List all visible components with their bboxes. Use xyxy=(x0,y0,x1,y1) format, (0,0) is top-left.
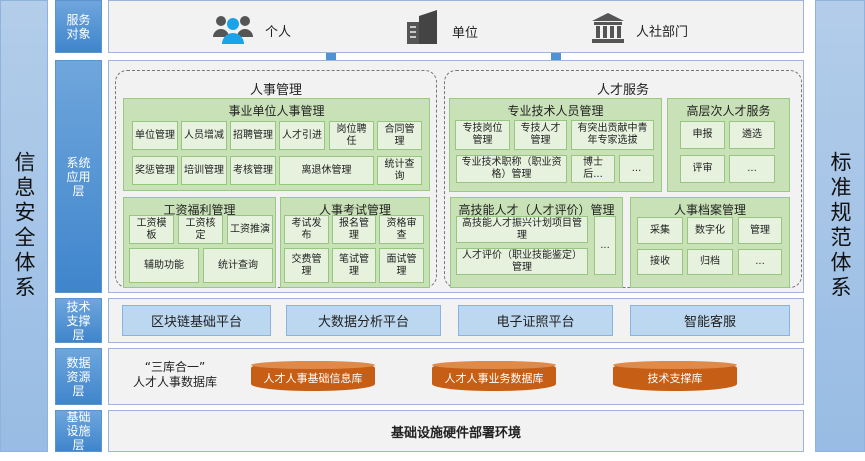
module-more[interactable]: ... xyxy=(594,216,616,275)
personnel-title: 人事管理 xyxy=(249,83,302,98)
info-security-pillar: 信息安全体系 xyxy=(0,0,48,452)
module-fee[interactable]: 交费管理 xyxy=(284,248,329,283)
module-exam-publish[interactable]: 考试发布 xyxy=(284,215,329,244)
module-recruitment[interactable]: 招聘管理 xyxy=(230,121,276,150)
bigdata-platform[interactable]: 大数据分析平台 xyxy=(286,305,441,336)
layer-label-tech: 技术支撑层 xyxy=(55,298,102,343)
talent-title: 人才服务 xyxy=(596,83,649,98)
building-icon xyxy=(407,10,437,44)
module-pro-post[interactable]: 专技岗位管理 xyxy=(455,120,510,150)
module-review[interactable]: 评审 xyxy=(680,155,725,183)
module-interview[interactable]: 面试管理 xyxy=(379,248,424,283)
layer-label-service: 服务对象 xyxy=(55,0,102,53)
service-target-individual: 个人 xyxy=(265,25,292,40)
module-talent-intro[interactable]: 人才引进 xyxy=(279,121,325,150)
smart-service-platform[interactable]: 智能客服 xyxy=(630,305,790,336)
service-target-department: 人社部门 xyxy=(636,25,689,40)
people-icon xyxy=(213,16,253,44)
module-more[interactable]: ... xyxy=(619,155,654,183)
module-unit-mgmt[interactable]: 单位管理 xyxy=(132,121,178,150)
module-collect[interactable]: 采集 xyxy=(637,217,683,244)
module-filing[interactable]: 归档 xyxy=(687,249,733,275)
module-salary-simulate[interactable]: 工资推演 xyxy=(227,215,273,244)
module-pro-title[interactable]: 专业技术职称（职业资格）管理 xyxy=(456,155,567,183)
module-salary-stats[interactable]: 统计查询 xyxy=(203,248,273,283)
module-expert-select[interactable]: 有突出贡献中青年专家选拔 xyxy=(571,120,654,150)
layer-label-data: 数据资源层 xyxy=(55,348,102,405)
module-reward[interactable]: 奖惩管理 xyxy=(132,156,178,185)
salary-title: 工资福利管理 xyxy=(163,203,236,217)
database-label: 人才人事业务数据库 xyxy=(444,372,544,385)
module-skill-program[interactable]: 高技能人才振兴计划项目管理 xyxy=(456,216,588,243)
database-caption: “三库合一”人才人事数据库 xyxy=(125,360,225,390)
database-business[interactable]: 人才人事业务数据库 xyxy=(432,361,556,391)
blockchain-platform[interactable]: 区块链基础平台 xyxy=(122,305,271,336)
module-aux[interactable]: 辅助功能 xyxy=(129,248,199,283)
module-retirement[interactable]: 离退休管理 xyxy=(279,156,374,185)
skilled-title: 高技能人才（人才评价）管理 xyxy=(458,203,615,217)
module-receive[interactable]: 接收 xyxy=(637,249,683,275)
module-post-appoint[interactable]: 岗位聘任 xyxy=(329,121,374,150)
database-label: 技术支撑库 xyxy=(647,372,703,385)
module-staff-change[interactable]: 人员增减 xyxy=(181,121,227,150)
module-more[interactable]: ... xyxy=(738,249,782,275)
module-select[interactable]: 遴选 xyxy=(729,121,775,149)
module-salary-approve[interactable]: 工资核定 xyxy=(178,215,223,244)
caption-line-1: “三库合一” xyxy=(144,360,206,374)
professional-title: 专业技术人员管理 xyxy=(507,104,604,118)
layer-label-app: 系统应用层 xyxy=(55,60,102,293)
module-assessment[interactable]: 考核管理 xyxy=(230,156,276,185)
module-more[interactable]: ... xyxy=(729,155,775,183)
infra-panel: 基础设施硬件部署环境 xyxy=(108,410,804,452)
module-salary-template[interactable]: 工资模板 xyxy=(129,215,174,244)
module-postdoc[interactable]: 博士后... xyxy=(571,155,615,183)
module-registration[interactable]: 报名管理 xyxy=(332,215,376,244)
database-tech-support[interactable]: 技术支撑库 xyxy=(613,361,737,391)
exam-title: 人事考试管理 xyxy=(318,203,391,217)
module-contract[interactable]: 合同管理 xyxy=(377,121,422,150)
service-target-unit: 单位 xyxy=(452,26,479,41)
institution-title: 事业单位人事管理 xyxy=(228,104,325,118)
layer-label-infra: 基础设施层 xyxy=(55,410,102,452)
module-archive-mgmt[interactable]: 管理 xyxy=(738,217,782,244)
personnel-management-group xyxy=(115,70,437,288)
module-pro-talent[interactable]: 专技人才管理 xyxy=(514,120,567,150)
high-level-title: 高层次人才服务 xyxy=(686,104,771,118)
module-qualification[interactable]: 资格审查 xyxy=(379,215,424,244)
e-license-platform[interactable]: 电子证照平台 xyxy=(458,305,613,336)
module-digitize[interactable]: 数字化 xyxy=(687,217,733,244)
talent-service-group xyxy=(444,70,802,288)
service-panel xyxy=(108,0,804,53)
module-skill-eval[interactable]: 人才评价（职业技能鉴定）管理 xyxy=(456,248,588,275)
archive-title: 人事档案管理 xyxy=(673,203,746,217)
module-apply[interactable]: 申报 xyxy=(680,121,725,149)
caption-line-2: 人才人事数据库 xyxy=(132,375,217,389)
module-training[interactable]: 培训管理 xyxy=(181,156,227,185)
database-label: 人才人事基础信息库 xyxy=(263,372,363,385)
standards-pillar: 标准规范体系 xyxy=(815,0,865,452)
government-icon xyxy=(592,13,624,43)
database-basic-info[interactable]: 人才人事基础信息库 xyxy=(251,361,375,391)
module-written-exam[interactable]: 笔试管理 xyxy=(332,248,376,283)
module-statistics[interactable]: 统计查询 xyxy=(377,156,422,185)
